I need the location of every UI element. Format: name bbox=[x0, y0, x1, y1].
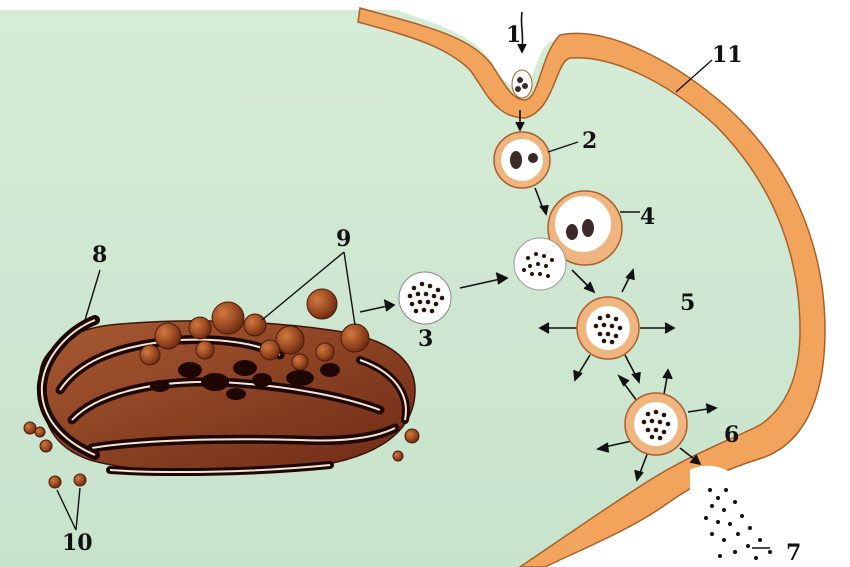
label-8: 8 bbox=[92, 242, 107, 268]
label-5: 5 bbox=[680, 290, 695, 316]
lysosome-5 bbox=[577, 297, 639, 359]
label-2: 2 bbox=[582, 128, 597, 154]
lysosome-6 bbox=[625, 393, 687, 455]
label-6: 6 bbox=[724, 422, 739, 448]
label-3: 3 bbox=[418, 326, 433, 352]
label-1: 1 bbox=[506, 22, 521, 48]
label-10: 10 bbox=[62, 530, 93, 556]
label-11: 11 bbox=[712, 42, 743, 68]
secretory-vesicle-3 bbox=[399, 272, 451, 324]
vesicle-2 bbox=[494, 132, 550, 188]
endocytosis-pit bbox=[512, 70, 532, 98]
label-7: 7 bbox=[786, 540, 801, 566]
label-9: 9 bbox=[336, 226, 351, 252]
label-4: 4 bbox=[640, 204, 655, 230]
